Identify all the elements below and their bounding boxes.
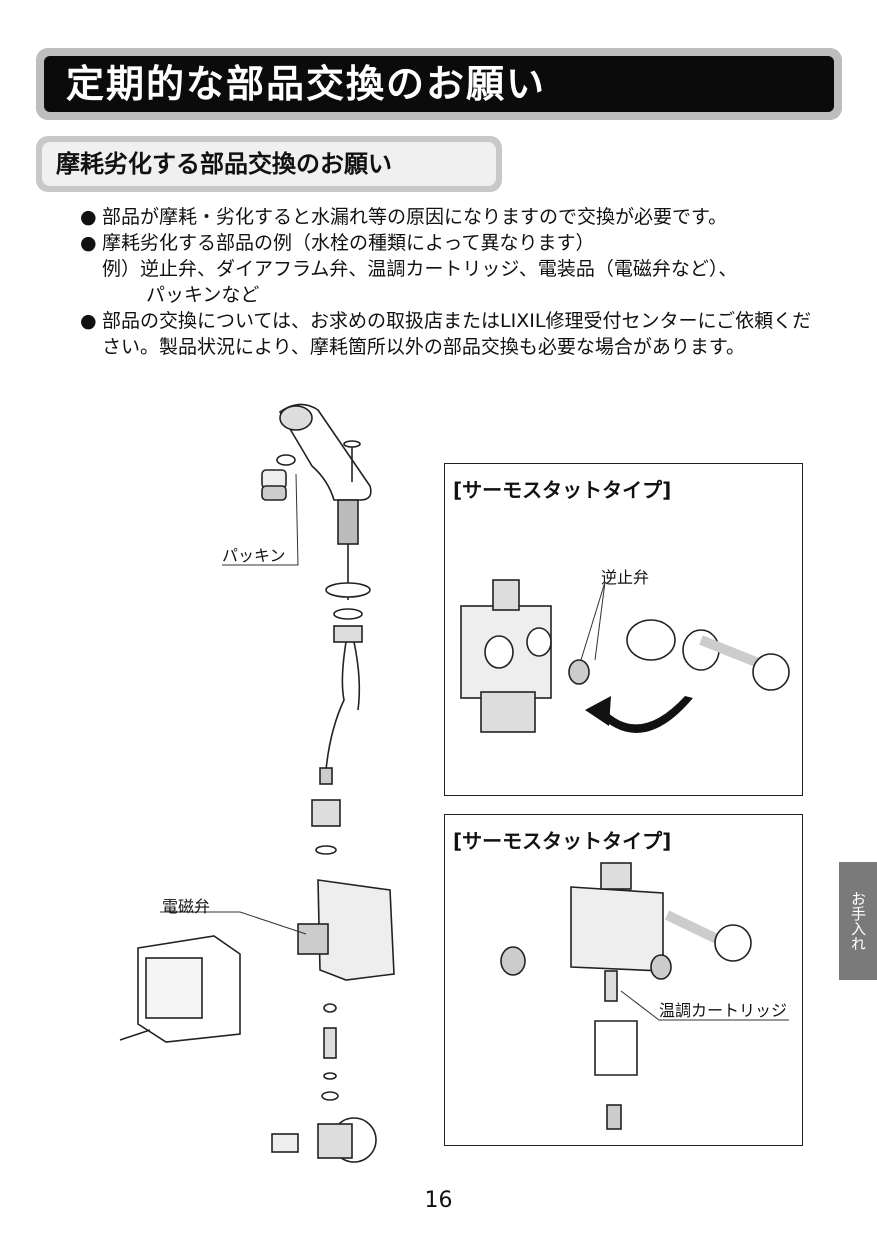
bullet-dot-icon: ● xyxy=(80,206,97,228)
washer xyxy=(325,582,371,598)
o-ring xyxy=(315,845,337,855)
valve-base xyxy=(480,691,536,733)
cartridge-stem xyxy=(604,970,618,1002)
main-title-frame: 定期的な部品交換のお願い xyxy=(36,48,842,120)
panel-title: [サーモスタットタイプ] xyxy=(453,478,672,502)
cartridge-bottom xyxy=(606,1104,622,1130)
callout-cartridge: 温調カートリッジ xyxy=(659,1001,788,1020)
o-ring xyxy=(321,1091,339,1101)
lock-nut xyxy=(333,625,363,643)
valve-stem xyxy=(323,1027,337,1059)
outlet-port xyxy=(484,635,514,669)
solenoid-housing xyxy=(317,879,395,981)
connecting-arm xyxy=(664,910,724,946)
example-list: 例）逆止弁、ダイアフラム弁、温調カートリッジ、電装品（電磁弁など）、 パッキンな… xyxy=(80,256,820,308)
bullet-item-contact: ● 部品の交換については、お求めの取扱店またはLIXIL修理受付センターにご依頼… xyxy=(80,308,820,360)
rotate-arrow-head-icon xyxy=(585,696,611,726)
top-fitting xyxy=(600,862,632,890)
panel-check-valve: [サーモスタットタイプ] 逆止弁 xyxy=(444,463,803,796)
aerator-lower xyxy=(261,485,287,501)
hose xyxy=(325,641,347,771)
washer xyxy=(333,608,363,620)
solenoid-valve xyxy=(297,923,329,955)
panel-title: [サーモスタットタイプ] xyxy=(453,829,672,853)
clip xyxy=(271,1133,299,1153)
thermostat-cartridge-diagram xyxy=(500,862,789,1130)
spout-outlet xyxy=(279,405,313,431)
check-valve-part xyxy=(568,659,590,685)
bullet-text: 摩耗劣化する部品の例（水栓の種類によって異なります） xyxy=(102,232,595,254)
example-line: パッキンなど xyxy=(146,284,260,306)
cable xyxy=(353,641,361,711)
section-tab-care[interactable]: お手入れ xyxy=(839,862,877,980)
bullet-dot-icon: ● xyxy=(80,310,97,332)
stop-valve-body xyxy=(317,1123,353,1159)
bullet-dot-icon: ● xyxy=(80,232,97,254)
o-ring xyxy=(323,1072,337,1080)
section-title-frame: 摩耗劣化する部品交換のお願い xyxy=(36,136,502,192)
connecting-arm xyxy=(699,635,763,669)
rotate-arrow-icon xyxy=(595,696,693,733)
page-title: 定期的な部品交換のお願い xyxy=(44,56,834,112)
bullet-text: 部品が摩耗・劣化すると水漏れ等の原因になりますので交換が必要です。 xyxy=(102,206,728,228)
threaded-shank xyxy=(337,499,359,545)
connector xyxy=(319,767,333,785)
leader-line-solenoid xyxy=(160,911,307,935)
union-fitting xyxy=(311,799,341,827)
instruction-list: ● 部品が摩耗・劣化すると水漏れ等の原因になりますので交換が必要です。 ● 摩耗… xyxy=(80,204,820,360)
bullet-text: 部品の交換については、お求めの取扱店またはLIXIL修理受付センターにご依頼くだ… xyxy=(102,310,812,358)
thermostat-body xyxy=(570,886,664,972)
outlet-port xyxy=(526,627,552,657)
cover-window xyxy=(145,957,203,1019)
valve-top-fitting xyxy=(492,579,520,611)
callout-solenoid: 電磁弁 xyxy=(162,897,211,916)
wall-flange xyxy=(752,653,790,691)
leader-line-packing xyxy=(222,473,299,566)
side-check-valve xyxy=(500,946,526,976)
section-title: 摩耗劣化する部品交換のお願い xyxy=(42,142,496,186)
packing-ring xyxy=(276,454,296,466)
example-line: 例）逆止弁、ダイアフラム弁、温調カートリッジ、電装品（電磁弁など）、 xyxy=(102,258,738,280)
panel-cartridge: [サーモスタットタイプ] 温調カートリッジ xyxy=(444,814,803,1146)
screw xyxy=(119,1029,151,1041)
callout-check-valve: 逆止弁 xyxy=(601,568,650,587)
wall-flange xyxy=(714,924,752,962)
leader-line-check-valve xyxy=(594,581,606,661)
leader-line-cartridge xyxy=(620,990,789,1021)
page-number: 16 xyxy=(424,1188,453,1213)
lever-pin-head xyxy=(343,440,361,448)
bullet-item-wear: ● 部品が摩耗・劣化すると水漏れ等の原因になりますので交換が必要です。 xyxy=(80,204,820,230)
o-ring xyxy=(323,1003,337,1013)
elbow-fitting xyxy=(626,619,676,661)
side-check-valve xyxy=(650,954,672,980)
bullet-item-examples: ● 摩耗劣化する部品の例（水栓の種類によって異なります） xyxy=(80,230,820,256)
thermostat-check-valve-diagram xyxy=(460,579,790,733)
callout-packing: パッキン xyxy=(222,546,286,565)
leader-line-check-valve xyxy=(580,581,606,661)
cartridge-sleeve xyxy=(594,1020,638,1076)
